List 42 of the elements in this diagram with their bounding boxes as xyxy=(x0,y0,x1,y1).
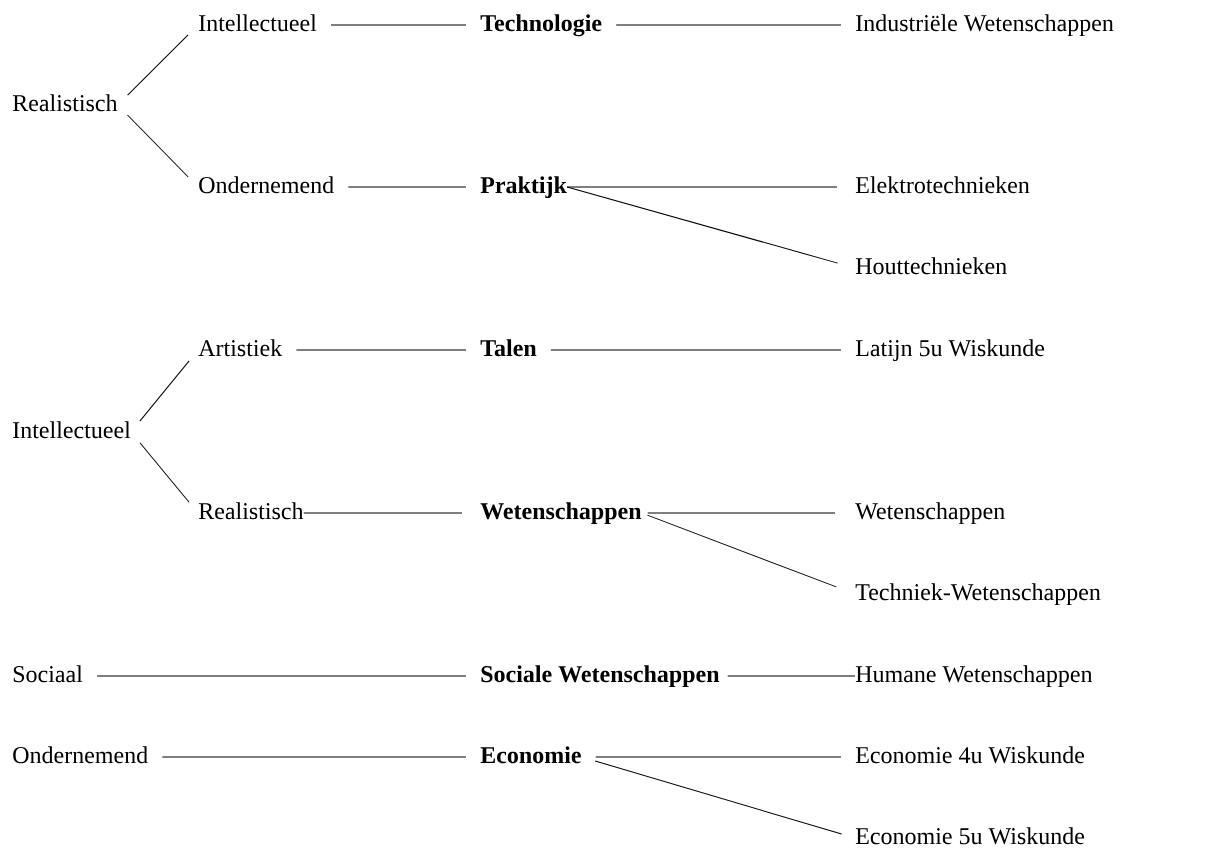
connector-line xyxy=(615,24,842,26)
text-label: Wetenschappen xyxy=(855,502,1005,525)
connector-line xyxy=(647,512,836,514)
connector-line xyxy=(595,756,842,758)
text-label: Realistisch xyxy=(198,502,304,520)
connector-line xyxy=(139,360,190,422)
category-label: Praktijk xyxy=(480,176,567,199)
category-label: Technologie xyxy=(480,14,602,37)
text-label: Ondernemend xyxy=(199,176,334,194)
text-label: Intellectueel xyxy=(13,421,131,439)
connector-line xyxy=(330,24,467,26)
text-label: Ondernemend xyxy=(13,746,148,764)
connector-line xyxy=(550,349,842,351)
connector-line xyxy=(347,186,467,188)
text-label: Sociaal xyxy=(13,665,83,683)
connector-line xyxy=(139,442,190,503)
category-label: Sociale Wetenschappen xyxy=(481,665,720,688)
text-label: Intellectueel xyxy=(199,14,317,32)
text-label: Latijn 5u Wiskunde xyxy=(855,339,1045,362)
category-label: Economie xyxy=(480,746,581,764)
connector-line xyxy=(295,349,467,351)
connector-line xyxy=(566,186,838,188)
connector-line xyxy=(161,756,467,758)
text-label: Economie 4u Wiskunde xyxy=(855,746,1085,764)
text-label: Elektrotechnieken xyxy=(855,176,1030,194)
connector-line xyxy=(96,675,467,677)
text-label: Houttechnieken xyxy=(855,257,1007,275)
text-label: Artistiek xyxy=(198,339,283,357)
category-label: Talen xyxy=(480,339,537,357)
text-label: Humane Wetenschappen xyxy=(855,665,1093,688)
text-label: Industriële Wetenschappen xyxy=(856,14,1114,37)
text-label: Techniek-Wetenschappen xyxy=(855,583,1101,606)
connector-line xyxy=(646,514,837,588)
connector-line xyxy=(303,512,463,514)
connector-line xyxy=(727,675,856,677)
connector-line xyxy=(127,34,189,96)
connector-line xyxy=(594,760,843,835)
text-label: Realistisch xyxy=(12,94,118,112)
category-label: Wetenschappen xyxy=(480,502,642,525)
connector-line xyxy=(566,186,839,264)
text-label: Economie 5u Wiskunde xyxy=(855,827,1085,845)
connector-line xyxy=(127,114,189,178)
